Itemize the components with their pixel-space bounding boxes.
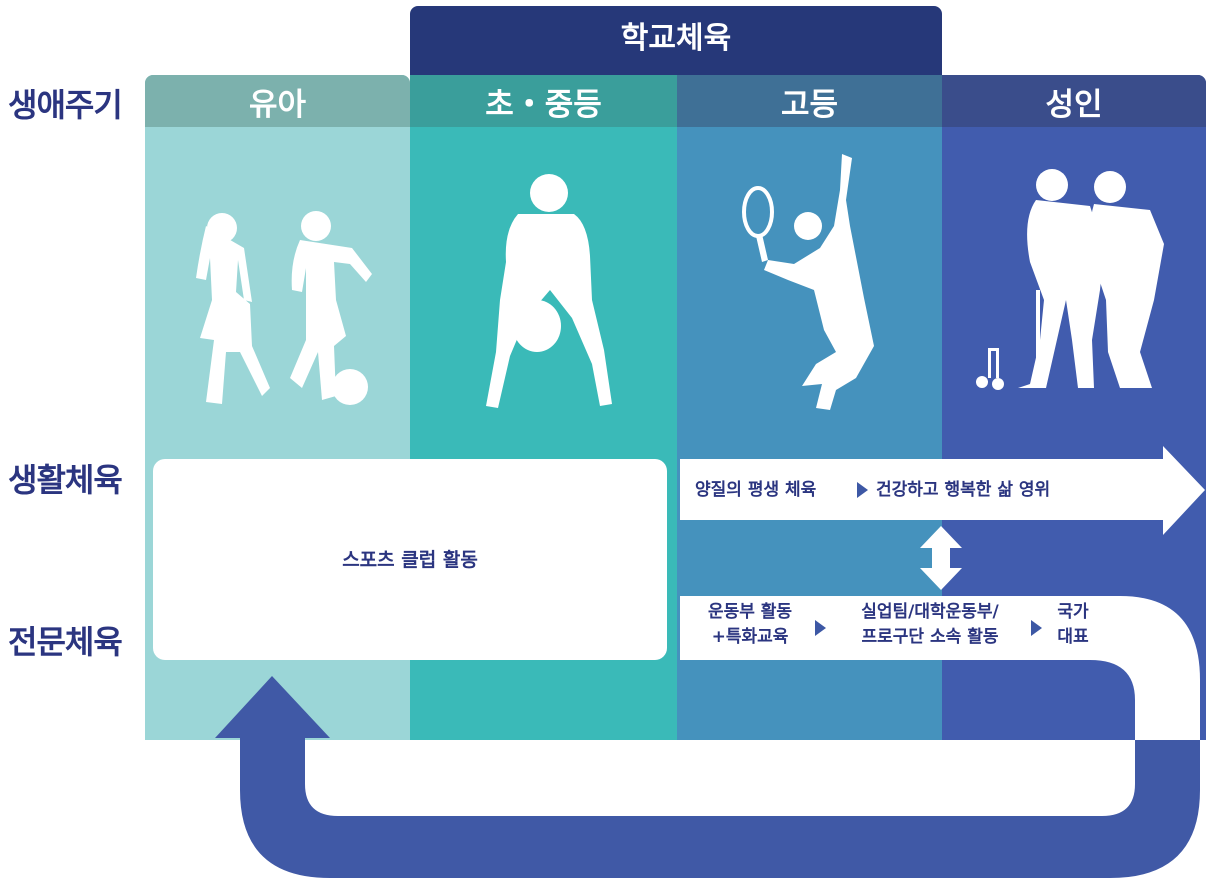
elite-step-2-line-2: 프로구단 소속 활동 bbox=[861, 627, 999, 647]
row-label-life-sports: 생활체육 bbox=[8, 461, 123, 499]
arrow-marker-icon bbox=[857, 482, 868, 498]
school-sports-bar: 학교체육 bbox=[410, 6, 942, 75]
elite-step-national-team: 국가 대표 bbox=[1048, 600, 1098, 650]
column-adult-header: 성인 bbox=[942, 75, 1206, 127]
elite-path-band bbox=[680, 596, 1200, 740]
life-arrow-text-1: 양질의 평생 체육 bbox=[695, 480, 817, 500]
return-loop-arrow bbox=[215, 676, 1200, 878]
sports-club-box: 스포츠 클럽 활동 bbox=[153, 459, 667, 660]
tennis-player-silhouette-icon bbox=[742, 154, 874, 410]
elite-step-1-line-1: 운동부 활동 bbox=[707, 602, 793, 622]
bidirectional-arrow-icon bbox=[920, 526, 962, 590]
column-elementary-middle-header: 초・중등 bbox=[410, 75, 677, 127]
school-sports-label: 학교체육 bbox=[620, 20, 732, 56]
column-infant-label: 유아 bbox=[248, 86, 307, 123]
arrow-marker-icon bbox=[815, 620, 826, 636]
sports-club-label: 스포츠 클럽 활동 bbox=[342, 549, 478, 571]
life-sports-arrow bbox=[680, 446, 1205, 535]
elite-step-1-line-2: +특화교육 bbox=[711, 627, 789, 647]
children-soccer-silhouette-icon bbox=[196, 211, 372, 405]
elite-step-3-line-1: 국가 bbox=[1057, 602, 1089, 622]
column-adult-label: 성인 bbox=[1045, 86, 1103, 123]
column-high-school-label: 고등 bbox=[780, 86, 839, 123]
life-arrow-text-2: 건강하고 행복한 삶 영위 bbox=[876, 480, 1051, 500]
student-ball-silhouette-icon bbox=[486, 174, 612, 408]
column-elementary-middle-label: 초・중등 bbox=[485, 86, 602, 123]
row-label-lifecycle: 생애주기 bbox=[8, 86, 123, 124]
elite-step-3-line-2: 대표 bbox=[1057, 627, 1089, 647]
elite-step-school-team: 운동부 활동 +특화교육 bbox=[688, 600, 812, 650]
column-infant-header: 유아 bbox=[145, 75, 410, 127]
arrow-marker-icon bbox=[1031, 620, 1042, 636]
row-label-elite-sports: 전문체육 bbox=[8, 623, 123, 661]
column-high-school-header: 고등 bbox=[677, 75, 942, 127]
gateball-players-silhouette-icon bbox=[976, 169, 1164, 390]
elite-step-pro-team: 실업팀/대학운동부/ 프로구단 소속 활동 bbox=[832, 600, 1028, 650]
elite-step-2-line-1: 실업팀/대학운동부/ bbox=[861, 602, 999, 622]
